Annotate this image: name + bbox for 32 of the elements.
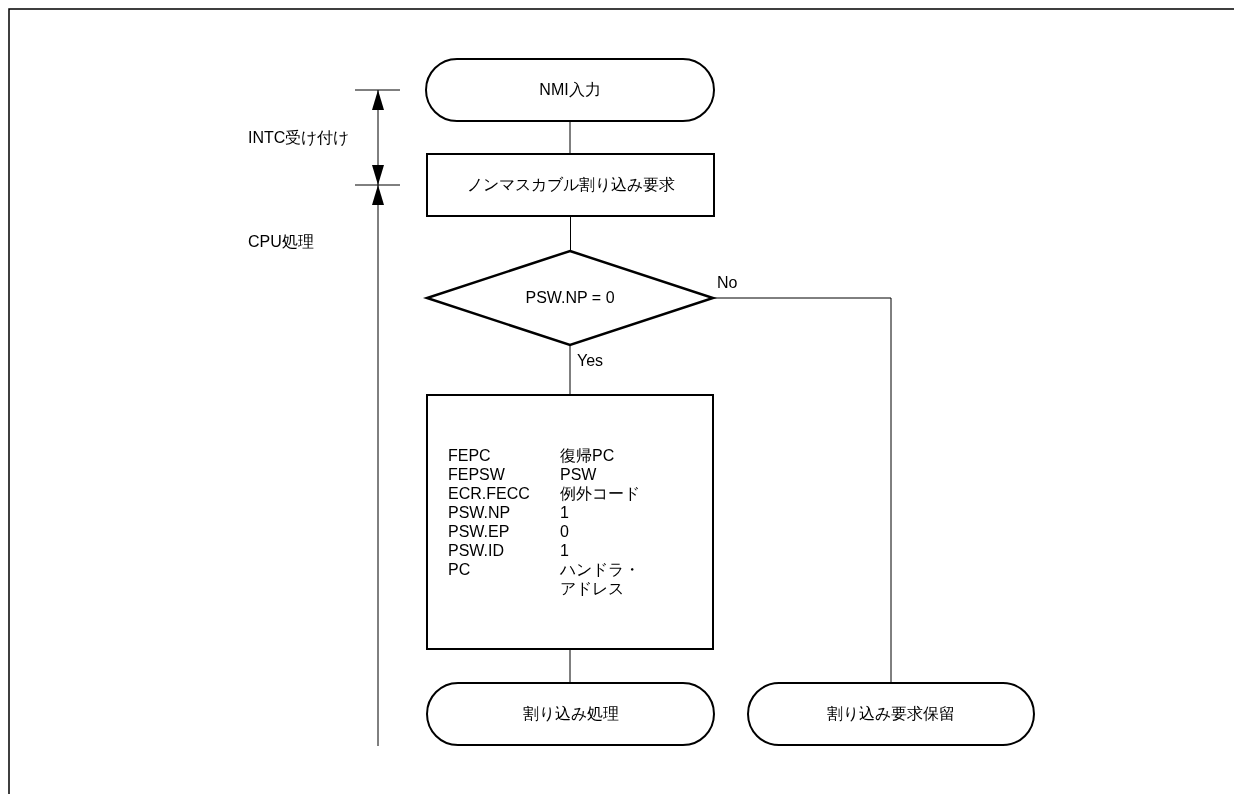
- register-text: 1: [560, 541, 570, 560]
- decision-diamond: [426, 250, 714, 346]
- register-text: PSW.NP: [448, 503, 512, 522]
- register-text: 例外コード: [560, 484, 641, 503]
- connector-line: [713, 297, 892, 683]
- connector-line: [569, 121, 571, 154]
- register-text: 0: [560, 522, 570, 541]
- process-box: [426, 394, 714, 650]
- phase-label: CPU処理: [248, 232, 314, 252]
- node-label: NMI入力: [539, 79, 601, 100]
- register-text: PSW: [560, 465, 598, 484]
- terminal-box: [747, 682, 1035, 746]
- node-label: 割り込み処理: [522, 703, 619, 724]
- register-text: FEPC: [448, 446, 492, 465]
- connector-line: [570, 216, 571, 251]
- register-text: PSW.ID: [448, 541, 505, 560]
- process-box: [426, 153, 715, 217]
- register-text: PC: [448, 560, 472, 580]
- connector-line: [569, 649, 571, 683]
- node-label: ノンマスカブル割り込み要求: [466, 174, 675, 195]
- register-text: PSW.EP: [448, 522, 511, 541]
- connector-line: [569, 345, 571, 395]
- register-text: ECR.FECC: [448, 484, 531, 503]
- phase-label: INTC受け付け: [248, 128, 350, 148]
- register-text: 復帰PC: [560, 446, 616, 465]
- register-text: 1: [560, 503, 570, 522]
- node-label: PSW.NP = 0: [525, 289, 615, 307]
- terminal-box: [425, 58, 715, 122]
- register-text: ハンドラ・アドレス: [560, 560, 641, 598]
- node-label: 割り込み要求保留: [827, 703, 955, 724]
- register-text: FEPSW: [448, 465, 506, 484]
- terminal-box: [426, 682, 715, 746]
